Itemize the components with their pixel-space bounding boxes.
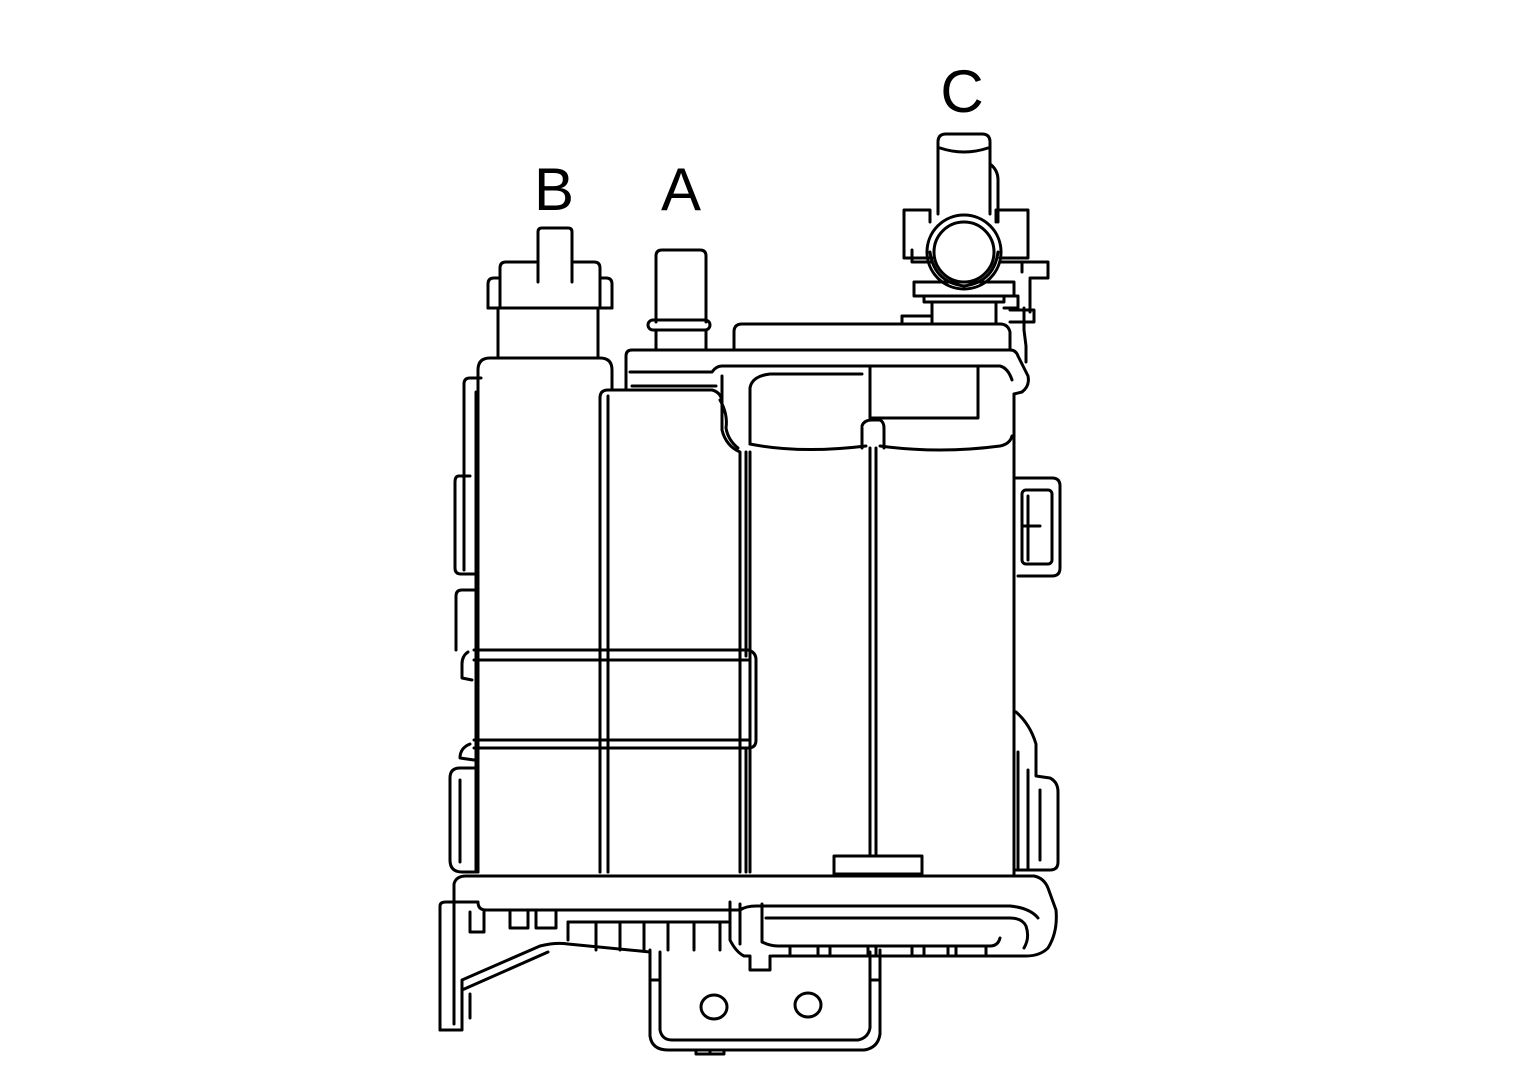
- base-tray: [438, 874, 1058, 1032]
- canister-b: [474, 356, 614, 874]
- mounting-hole: [699, 993, 729, 1021]
- callout-a: A: [660, 156, 702, 223]
- callout-c: C: [940, 58, 984, 125]
- strap-band: [458, 648, 758, 874]
- valve-c: [900, 132, 1050, 364]
- mounting-hole: [793, 991, 823, 1019]
- port-b: [486, 226, 614, 358]
- mounting-bracket: [648, 948, 882, 1056]
- port-a: [646, 248, 712, 352]
- left-clips: [448, 376, 483, 874]
- top-cover: [624, 322, 1030, 396]
- callout-b: B: [533, 156, 575, 223]
- right-clips: [1014, 476, 1062, 872]
- canister-a: [598, 374, 748, 874]
- main-canister: [748, 364, 1016, 878]
